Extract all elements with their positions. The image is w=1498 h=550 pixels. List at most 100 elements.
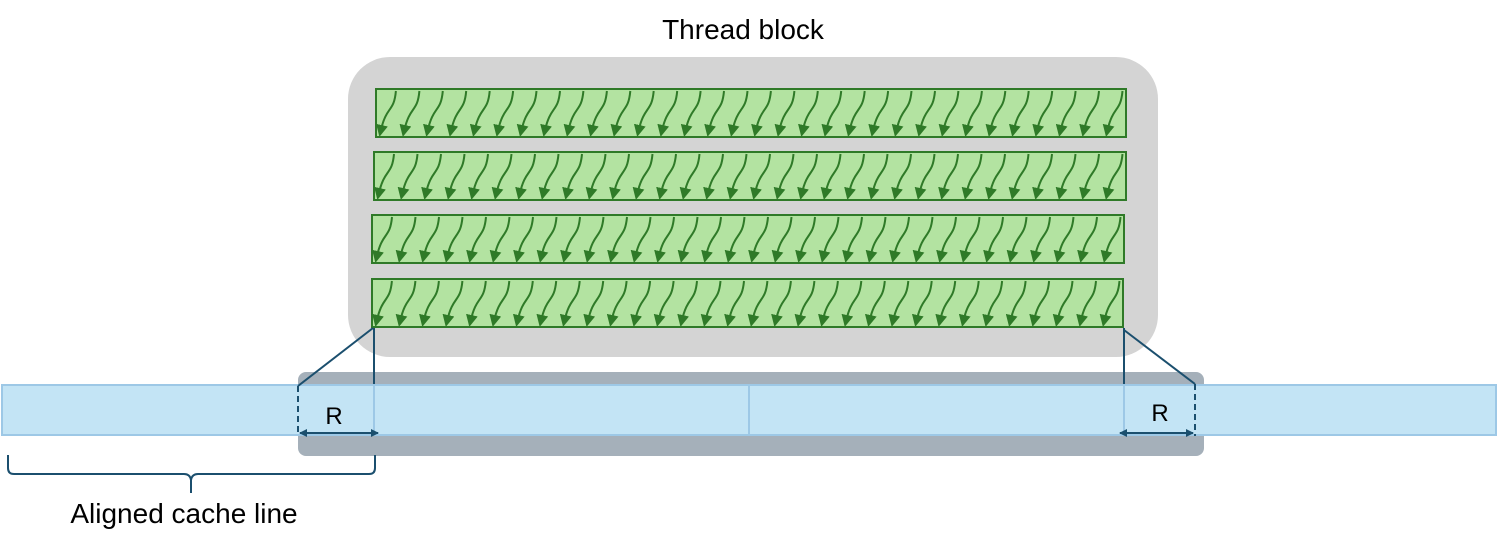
curved-arrow-icon [559, 280, 581, 327]
memory-strip [1, 384, 1497, 436]
curved-arrow-icon [912, 216, 934, 263]
curved-arrow-icon [747, 280, 769, 327]
warp-2 [373, 151, 1127, 201]
curved-arrow-icon [1102, 90, 1124, 137]
curved-arrow-icon [1029, 280, 1051, 327]
curved-arrow-icon [795, 216, 816, 263]
curved-arrow-icon [1006, 216, 1028, 263]
curved-arrow-icon [794, 280, 816, 327]
curved-arrow-icon [982, 280, 1004, 327]
curved-arrow-icon [419, 216, 440, 263]
curved-arrow-icon [820, 153, 842, 200]
curved-arrow-icon [724, 216, 746, 263]
curved-arrow-icon [657, 90, 679, 137]
curved-arrow-icon [585, 153, 607, 200]
curved-arrow-icon [1055, 153, 1077, 200]
curved-arrow-icon [773, 153, 795, 200]
warp-1 [375, 88, 1127, 138]
curved-arrow-icon [493, 90, 515, 137]
curved-arrow-icon [1077, 216, 1098, 263]
curved-arrow-icon [1005, 280, 1027, 327]
curved-arrow-icon [774, 90, 796, 137]
curved-arrow-icon [677, 216, 699, 263]
curved-arrow-icon [1008, 90, 1030, 137]
warps [371, 88, 1127, 328]
curved-arrow-icon [583, 280, 605, 327]
curved-arrow-icon [818, 280, 839, 327]
curved-arrow-icon [1079, 153, 1100, 200]
curved-arrow-icon [841, 280, 863, 327]
curved-arrow-icon [867, 153, 889, 200]
curved-arrow-icon [888, 280, 910, 327]
curved-arrow-icon [1055, 90, 1077, 137]
curved-arrow-icon [703, 153, 724, 200]
curved-arrow-icon [771, 216, 793, 263]
memory-segment [373, 384, 750, 436]
curved-arrow-icon [540, 90, 561, 137]
mapping-line-right-diagonal [1123, 329, 1196, 385]
curved-arrow-icon [865, 216, 887, 263]
curved-arrow-icon [1099, 280, 1121, 327]
memory-segment [1123, 384, 1497, 436]
warp-3 [371, 214, 1125, 264]
curved-arrow-icon [442, 280, 464, 327]
curved-arrow-icon [607, 216, 628, 263]
curved-arrow-icon [680, 90, 702, 137]
curved-arrow-icon [798, 90, 819, 137]
curved-arrow-icon [914, 153, 936, 200]
curved-arrow-icon [915, 90, 936, 137]
curved-arrow-icon [983, 216, 1004, 263]
curved-arrow-icon [724, 280, 745, 327]
curved-arrow-icon [844, 153, 865, 200]
curved-arrow-icon [891, 90, 913, 137]
curved-arrow-icon [376, 90, 397, 137]
curved-arrow-icon [748, 216, 769, 263]
curved-arrow-icon [512, 280, 534, 327]
curved-arrow-icon [985, 90, 1007, 137]
curved-arrow-icon [936, 216, 957, 263]
curved-arrow-icon [1100, 216, 1122, 263]
curved-arrow-icon [563, 90, 585, 137]
curved-arrow-icon [654, 216, 675, 263]
warp-4 [371, 278, 1124, 328]
curved-arrow-icon [726, 153, 748, 200]
mapping-line-left-diagonal [297, 327, 374, 387]
curved-arrow-icon [1079, 90, 1100, 137]
halo-right-label: R [1151, 400, 1168, 427]
curved-arrow-icon [1032, 153, 1053, 200]
curved-arrow-icon [938, 153, 959, 200]
curved-arrow-icon [1032, 90, 1054, 137]
thread-block-title: Thread block [662, 14, 825, 45]
curved-arrow-icon [633, 90, 655, 137]
curved-arrow-icon [446, 90, 468, 137]
curved-arrow-icon [372, 280, 393, 327]
curved-arrow-icon [891, 153, 912, 200]
curved-arrow-icon [513, 216, 534, 263]
curved-arrow-icon [609, 153, 630, 200]
curved-arrow-icon [606, 280, 628, 327]
curved-arrow-icon [818, 216, 840, 263]
curved-arrow-icon [515, 153, 536, 200]
curved-arrow-icon [466, 280, 487, 327]
curved-arrow-icon [468, 153, 489, 200]
curved-arrow-icon [938, 90, 960, 137]
curved-arrow-icon [442, 216, 464, 263]
curved-arrow-icon [958, 280, 980, 327]
curved-arrow-icon [1008, 153, 1030, 200]
curved-arrow-icon [444, 153, 466, 200]
curved-arrow-icon [1076, 280, 1097, 327]
curved-arrow-icon [959, 216, 981, 263]
curved-arrow-icon [630, 280, 652, 327]
curved-arrow-icon [771, 280, 792, 327]
curved-arrow-icon [395, 216, 417, 263]
curved-arrow-icon [1052, 280, 1074, 327]
curved-arrow-icon [1053, 216, 1075, 263]
curved-arrow-icon [587, 90, 608, 137]
curved-arrow-icon [610, 90, 632, 137]
curved-arrow-icon [985, 153, 1006, 200]
curved-arrow-icon [751, 90, 772, 137]
curved-arrow-icon [491, 153, 513, 200]
curved-arrow-icon [536, 280, 558, 327]
curved-arrow-icon [489, 280, 511, 327]
